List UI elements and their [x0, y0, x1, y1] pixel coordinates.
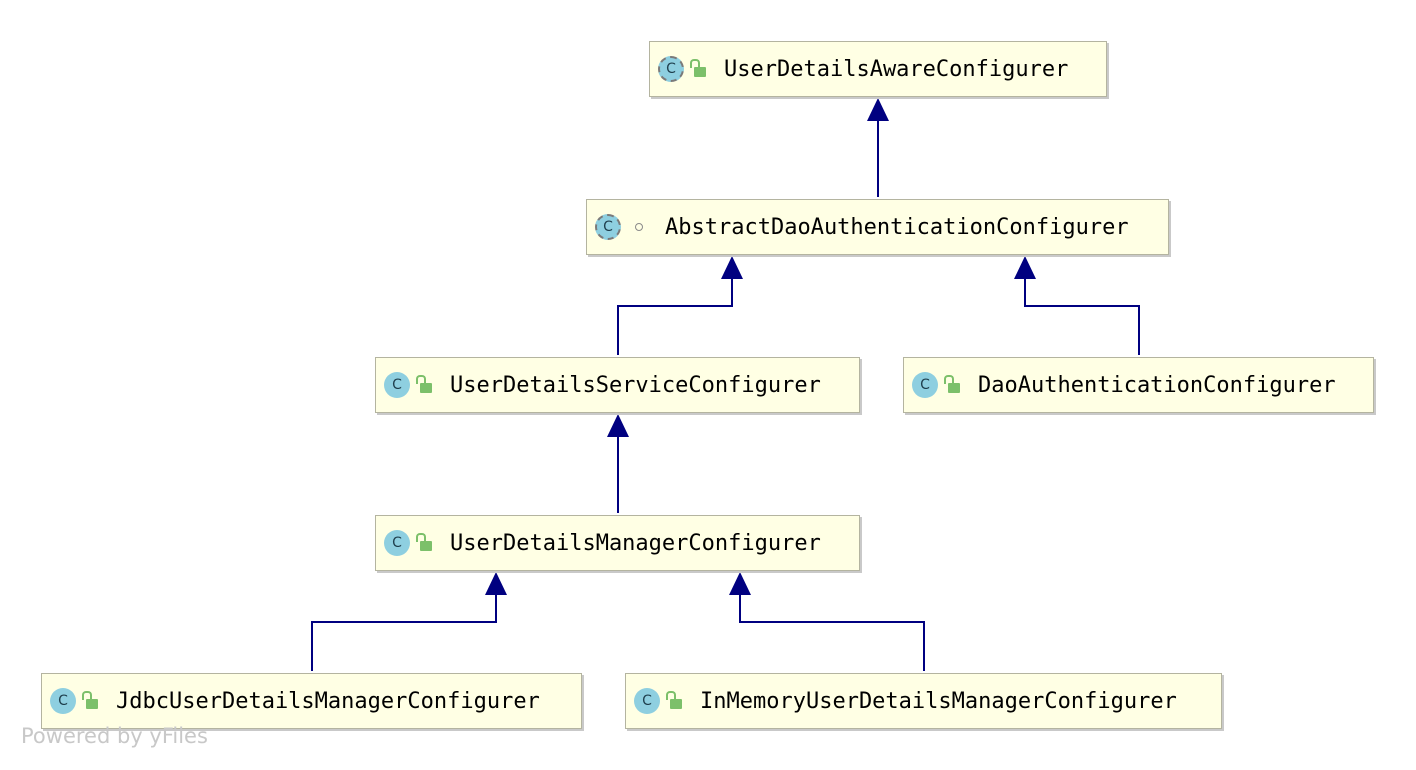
class-name: InMemoryUserDetailsManagerConfigurer	[700, 688, 1177, 714]
class-name: UserDetailsManagerConfigurer	[450, 530, 821, 556]
class-name: DaoAuthenticationConfigurer	[978, 372, 1336, 398]
class-node-userdetailsserviceconfigurer[interactable]: C UserDetailsServiceConfigurer	[375, 357, 860, 413]
arrowhead-abstractdao-left	[721, 256, 743, 279]
class-node-userdetailsawareconfigurer[interactable]: C UserDetailsAwareConfigurer	[649, 41, 1107, 97]
class-icon: C	[384, 372, 410, 398]
arrowhead-serviceconfigurer	[607, 414, 629, 437]
class-node-abstractdaoauthenticationconfigurer[interactable]: C AbstractDaoAuthenticationConfigurer	[586, 199, 1169, 255]
edge-jdbc-to-managerconfigurer	[311, 594, 497, 671]
public-visibility-icon	[944, 375, 960, 393]
public-visibility-icon	[82, 691, 98, 709]
public-visibility-icon	[666, 691, 682, 709]
package-visibility-icon	[635, 223, 643, 231]
public-visibility-icon	[416, 533, 432, 551]
edge-serviceconfigurer-to-abstractdao	[617, 278, 733, 355]
arrowhead-abstractdao-right	[1014, 256, 1036, 279]
edge-daoauth-to-abstractdao	[1024, 278, 1140, 355]
abstract-class-icon: C	[595, 214, 621, 240]
class-icon: C	[912, 372, 938, 398]
class-name: JdbcUserDetailsManagerConfigurer	[116, 688, 540, 714]
public-visibility-icon	[690, 59, 706, 77]
class-node-inmemoryuserdetailsmanagerconfigurer[interactable]: C InMemoryUserDetailsManagerConfigurer	[625, 673, 1222, 729]
class-icon: C	[634, 688, 660, 714]
class-node-jdbcuserdetailsmanagerconfigurer[interactable]: C JdbcUserDetailsManagerConfigurer	[41, 673, 582, 729]
class-node-userdetailsmanagerconfigurer[interactable]: C UserDetailsManagerConfigurer	[375, 515, 860, 571]
class-name: AbstractDaoAuthenticationConfigurer	[665, 214, 1129, 240]
arrowhead-managerconfigurer-right	[729, 572, 751, 595]
abstract-class-icon: C	[658, 56, 684, 82]
arrowhead-managerconfigurer-left	[485, 572, 507, 595]
watermark: Powered by yFiles	[21, 724, 208, 748]
class-node-daoauthenticationconfigurer[interactable]: C DaoAuthenticationConfigurer	[903, 357, 1374, 413]
class-name: UserDetailsAwareConfigurer	[724, 56, 1069, 82]
class-icon: C	[384, 530, 410, 556]
public-visibility-icon	[416, 375, 432, 393]
class-icon: C	[50, 688, 76, 714]
class-name: UserDetailsServiceConfigurer	[450, 372, 821, 398]
edge-inmemory-to-managerconfigurer	[739, 594, 925, 671]
arrowhead-awareconfigurer	[867, 98, 889, 121]
